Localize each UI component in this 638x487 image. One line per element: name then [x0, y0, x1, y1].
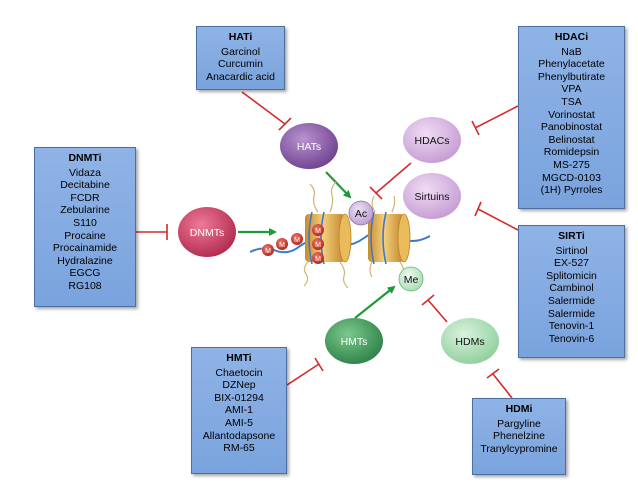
svg-text:M: M: [315, 242, 321, 249]
dnmti-item: S110: [73, 216, 97, 229]
hdaci-inhibits-hdacs: [471, 105, 519, 136]
hdmi-item: Tranylcypromine: [480, 442, 558, 455]
svg-text:Sirtuins: Sirtuins: [414, 191, 449, 203]
sirti-item: Cambinol: [549, 282, 594, 295]
hdmi-title: HDMi: [505, 403, 533, 415]
hdaci-item: Panobinostat: [540, 121, 603, 134]
nucleosome-right: [368, 211, 411, 265]
methyl-mark-3: M: [291, 233, 303, 245]
hati-item: Curcumin: [218, 58, 263, 71]
hmti-item: AMI-1: [224, 404, 253, 417]
activation-arrows: [238, 171, 396, 319]
methyl-mark-2: M: [276, 238, 288, 250]
hdaci-item: (1H) Pyrroles: [540, 184, 603, 197]
hmti-item: BIX-01294: [214, 391, 264, 404]
hmti-item: DZNep: [222, 379, 256, 392]
hdaci-item: Phenylbutirate: [537, 70, 606, 83]
sirti-item: Salermide: [547, 307, 596, 320]
dnmti-title: DNMTi: [68, 152, 102, 164]
inhibition-lines: [136, 91, 519, 399]
dnmti-item: Vidaza: [69, 166, 101, 179]
svg-text:M: M: [294, 237, 300, 244]
hmti-item: Chaetocin: [215, 366, 263, 379]
hats-to-acetyl-arrow: [325, 171, 352, 199]
sirti-inhibits-sirtuins: [474, 201, 519, 231]
hati-item: Anacardic acid: [206, 70, 275, 83]
dnmti-item: Zebularine: [60, 204, 110, 217]
svg-text:Me: Me: [404, 274, 419, 286]
svg-text:M: M: [315, 256, 321, 263]
dnmti-item: RG108: [68, 279, 102, 292]
hati-inhibits-hats: [241, 91, 292, 131]
hdaci-item: TSA: [561, 95, 582, 108]
hdmi-item: Pargyline: [497, 417, 541, 430]
hati-item: Garcinol: [220, 45, 261, 58]
hdaci-title: HDACi: [554, 31, 589, 43]
svg-text:DNMTs: DNMTs: [190, 227, 224, 239]
hdacs-inhibits-acetylation: [369, 162, 412, 200]
svg-text:M: M: [315, 228, 321, 235]
dnmti-item: Decitabine: [60, 179, 110, 192]
sirti-item: Tenovin-6: [548, 332, 595, 345]
svg-text:M: M: [279, 242, 285, 249]
hdaci-item: Romidepsin: [543, 146, 600, 159]
acetyl-mark: Ac: [348, 200, 374, 226]
sirti-item: Salermide: [547, 294, 596, 307]
hmts-to-methyl-arrow: [354, 285, 396, 319]
methyl-mark: Me: [398, 266, 424, 292]
dnmti-item: Procaine: [64, 229, 106, 242]
hmti-item: RM-65: [223, 442, 255, 455]
hmti-title: HMTi: [226, 352, 252, 364]
hdacs-node: HDACs: [403, 117, 461, 163]
hmti-item: Allantodapsone: [202, 429, 276, 442]
nucleosome-left: [305, 211, 352, 265]
sirti-item: Splitomicin: [546, 269, 597, 282]
dnmti-item: Procainamide: [52, 242, 118, 255]
dnmti-inhibits-dnmts: [136, 224, 168, 240]
hdmi-inhibits-hdms: [486, 368, 513, 399]
hati-title: HATi: [228, 31, 253, 43]
hmts-node: HMTs: [325, 318, 383, 364]
svg-text:HDACs: HDACs: [414, 135, 449, 147]
hdms-node: HDMs: [441, 318, 499, 364]
dna-methyl-marks: M M M M M M: [262, 224, 324, 264]
hdaci-item: NaB: [561, 45, 582, 58]
svg-text:HDMs: HDMs: [455, 336, 484, 348]
hdaci-item: VPA: [561, 83, 582, 96]
dnmti-item: FCDR: [70, 191, 100, 204]
hdaci-item: Phenylacetate: [538, 58, 605, 71]
svg-text:HATs: HATs: [297, 141, 321, 153]
hdaci-item: MS-275: [553, 158, 590, 171]
methyl-mark-4: M: [312, 224, 324, 236]
hmti-item: AMI-5: [224, 416, 253, 429]
hdaci-item: MGCD-0103: [542, 171, 601, 184]
methyl-mark-1: M: [262, 244, 274, 256]
svg-text:Ac: Ac: [355, 208, 367, 220]
sirti-item: EX-527: [553, 257, 590, 270]
hmti-inhibits-hmts: [286, 357, 324, 386]
hdaci-item: Vorinostat: [548, 108, 595, 121]
dnmti-item: Hydralazine: [57, 254, 113, 267]
hats-node: HATs: [280, 123, 338, 169]
sirti-item: Tenovin-1: [548, 320, 595, 333]
svg-text:M: M: [265, 248, 271, 255]
dnmts-node: DNMTs: [178, 207, 236, 257]
dnmti-item: EGCG: [69, 267, 101, 280]
sirti-item: Sirtinol: [555, 244, 588, 257]
methyl-mark-5: M: [312, 238, 324, 250]
sirti-title: SIRTi: [558, 230, 585, 242]
svg-text:HMTs: HMTs: [341, 336, 368, 348]
methyl-mark-6: M: [312, 252, 324, 264]
hdaci-item: Belinostat: [548, 133, 595, 146]
hdmi-item: Phenelzine: [493, 430, 545, 443]
sirtuins-node: Sirtuins: [403, 173, 461, 219]
hdms-inhibits-methylation: [421, 294, 448, 323]
